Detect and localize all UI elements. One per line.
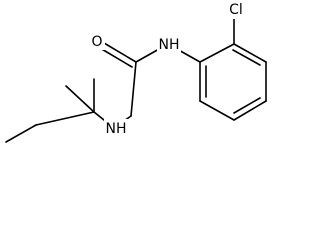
amine-nh-label: NH (106, 121, 127, 137)
bond-ethyl-end (5, 124, 37, 143)
amide-nh-label: NH (159, 37, 180, 53)
structure-diagram: O NH NH Cl (5, 1, 267, 143)
ring-double-1 (232, 49, 261, 66)
chlorine-label: Cl (229, 2, 243, 18)
bond-carbonyl-double-a (103, 42, 137, 63)
bond-ch2-to-carbonyl (130, 61, 137, 117)
ring-bond-1 (199, 43, 235, 63)
bond-carbonyl-double-b (99, 47, 133, 68)
ring-double-2 (233, 97, 261, 114)
oxygen-label: O (91, 34, 102, 50)
bond-ethyl-ch2 (35, 111, 95, 126)
ring-bond-2 (233, 43, 267, 63)
atom-labels: O NH NH Cl (89, 1, 246, 137)
bond-methyl-1 (65, 85, 95, 113)
ring-bond-4 (233, 100, 267, 121)
bonds (5, 16, 267, 143)
ring-bond-5 (199, 100, 235, 121)
